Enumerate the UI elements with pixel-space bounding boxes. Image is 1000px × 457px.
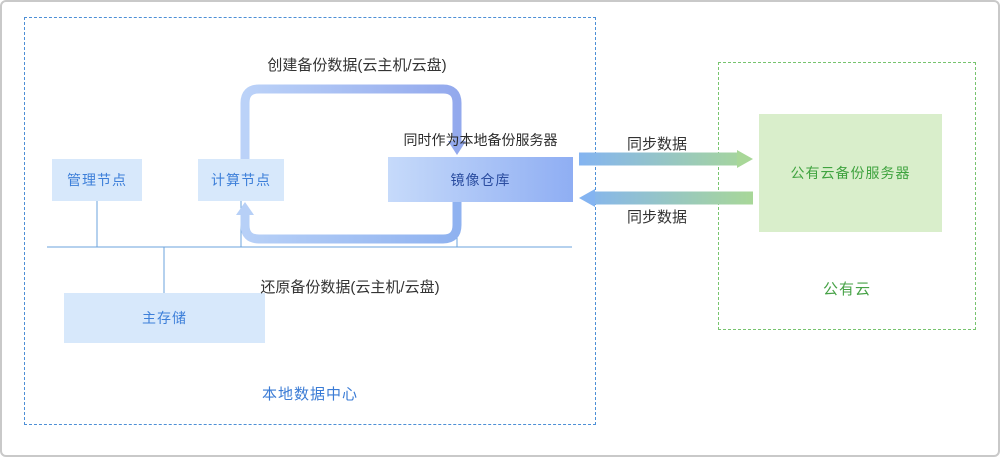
public-cloud-backup-server-label: 公有云备份服务器 <box>790 165 911 181</box>
sync-to-local-label: 同步数据 <box>626 209 687 226</box>
registry-note-label: 同时作为本地备份服务器 <box>403 132 558 148</box>
local-datacenter-region: 本地数据中心 <box>24 17 596 425</box>
sync-to-cloud-label: 同步数据 <box>626 136 687 153</box>
primary-storage-box: 主存储 <box>64 293 265 343</box>
public-cloud-label: 公有云 <box>822 281 871 298</box>
compute-node-box: 计算节点 <box>198 159 284 201</box>
management-node-box: 管理节点 <box>52 159 142 201</box>
primary-storage-label: 主存储 <box>142 310 187 326</box>
image-registry-label: 镜像仓库 <box>450 171 511 188</box>
restore-backup-label: 还原备份数据(云主机/云盘) <box>260 279 440 296</box>
local-datacenter-label: 本地数据中心 <box>261 386 358 403</box>
management-node-label: 管理节点 <box>67 172 127 188</box>
compute-node-label: 计算节点 <box>211 172 271 188</box>
create-backup-label: 创建备份数据(云主机/云盘) <box>267 57 447 74</box>
public-cloud-backup-server-box: 公有云备份服务器 <box>759 114 942 232</box>
image-registry-box: 镜像仓库 <box>388 157 573 202</box>
